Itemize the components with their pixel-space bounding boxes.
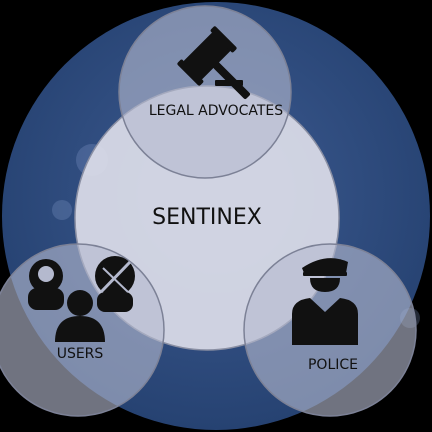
legal-advocates-label: LEGAL ADVOCATES (149, 103, 283, 119)
center-label: SENTINEX (152, 205, 262, 230)
police-label: POLICE (308, 357, 358, 373)
police-officer-icon (292, 258, 358, 345)
legal-advocates-circle (118, 5, 292, 179)
users-label: USERS (57, 346, 104, 362)
users-group-icon (28, 256, 135, 342)
gavel-icon (177, 26, 251, 100)
